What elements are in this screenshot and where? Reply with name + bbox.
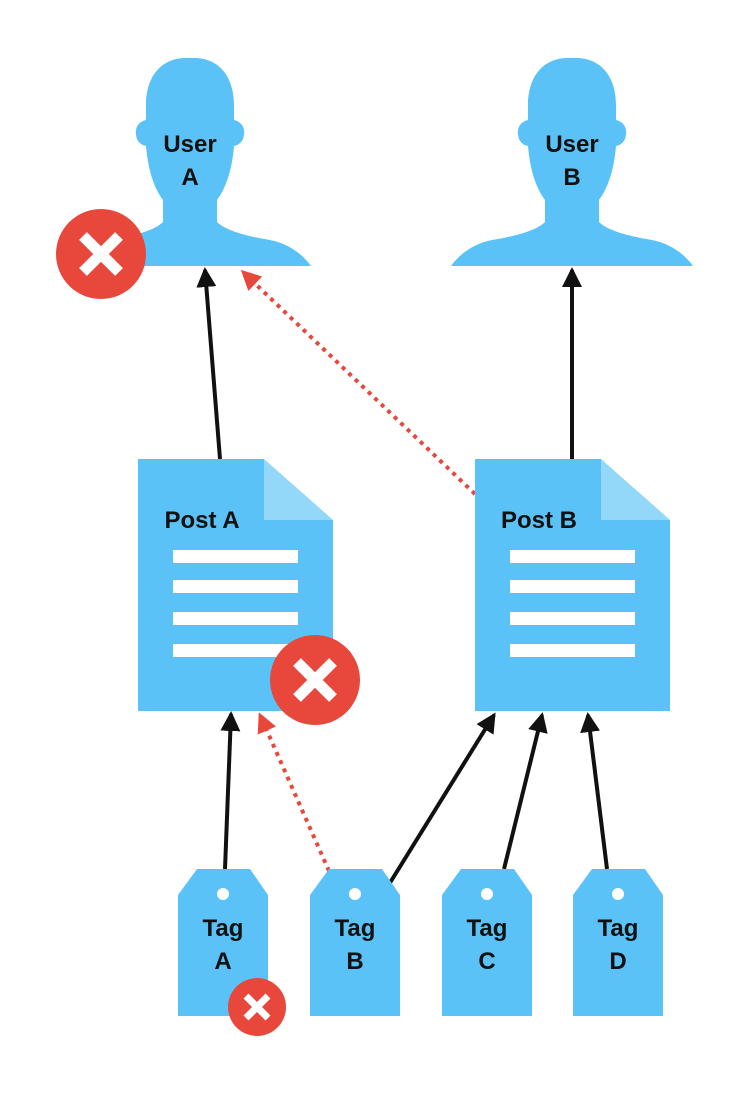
tag-label-line2: B — [346, 948, 363, 975]
tag-label-line2: C — [478, 948, 495, 975]
tag-hole — [217, 888, 229, 900]
tag-label-line2: A — [214, 948, 231, 975]
edges — [196, 267, 609, 888]
tag-node-b: Tag B — [310, 869, 400, 1016]
tag-label-line1: Tag — [598, 915, 639, 942]
close-circle-icon — [56, 209, 146, 299]
tag-hole — [349, 888, 361, 900]
post-label: Post A — [164, 507, 239, 534]
tag-node-d: Tag D — [573, 869, 663, 1016]
tag-label-line2: D — [609, 948, 626, 975]
tag-label-line1: Tag — [203, 915, 244, 942]
tag-icon — [310, 869, 400, 1016]
user-silhouette-icon — [69, 58, 311, 266]
document-fold — [264, 459, 333, 520]
arrow-tag-b-to-post-b — [386, 712, 496, 888]
tag-icon — [178, 869, 268, 1016]
tag-node-a: Tag A — [178, 869, 268, 1016]
tag-hole — [481, 888, 493, 900]
user-label-line2: B — [563, 164, 580, 191]
tag-label-line1: Tag — [335, 915, 376, 942]
tag-node-c: Tag C — [442, 869, 532, 1016]
user-label-line1: User — [163, 131, 216, 158]
user-label-line1: User — [545, 131, 598, 158]
tag-icon — [442, 869, 532, 1016]
dotted-arrow-post-b-to-user-a — [240, 269, 477, 496]
post-node-b: Post B — [475, 459, 670, 711]
user-node-a: User A — [69, 58, 311, 266]
document-text-lines — [510, 550, 635, 657]
close-circle-icon — [270, 635, 360, 725]
close-circle-icon — [228, 978, 286, 1036]
tag-icon — [573, 869, 663, 1016]
tag-hole — [612, 888, 624, 900]
arrow-tag-c-to-post-b — [502, 712, 548, 870]
user-node-b: User B — [451, 58, 693, 266]
arrow-tag-a-to-post-a — [220, 711, 241, 870]
document-text-lines — [173, 550, 298, 657]
post-label: Post B — [501, 507, 577, 534]
document-fold — [601, 459, 670, 520]
user-label-line2: A — [181, 164, 198, 191]
user-silhouette-icon — [451, 58, 693, 266]
tag-label-line1: Tag — [467, 915, 508, 942]
arrow-post-a-to-user-a — [196, 267, 222, 460]
arrow-tag-d-to-post-b — [580, 712, 609, 870]
dotted-arrow-tag-b-to-post-a — [257, 712, 331, 872]
